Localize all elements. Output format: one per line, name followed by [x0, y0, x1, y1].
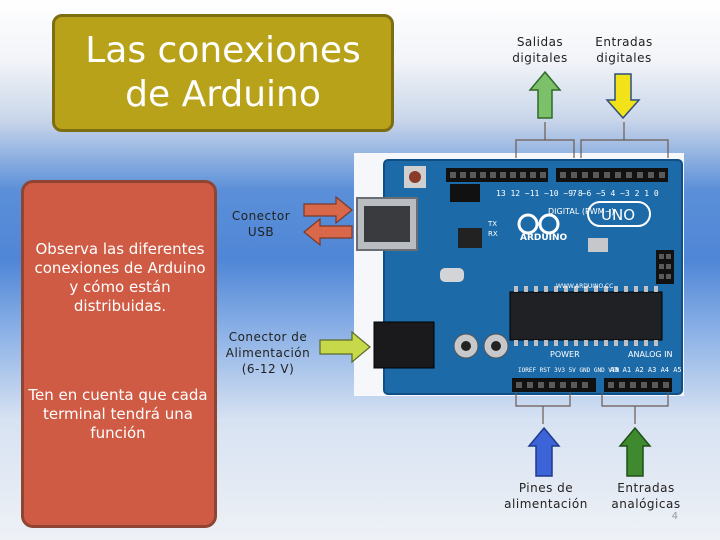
down-arrow-icon	[605, 73, 641, 120]
digital-header-label: DIGITAL (PWM~)	[548, 207, 614, 216]
note-panel	[21, 180, 217, 528]
website-label: WWW.ARDUINO.CC	[556, 283, 613, 290]
note-secondary: Ten en cuenta que cada terminal tendrá u…	[28, 386, 208, 442]
label-power-connector: Conector de Alimentación (6-12 V)	[225, 330, 311, 376]
note-primary: Observa las diferentes conexiones de Ard…	[34, 240, 206, 315]
label-digital-inputs: Entradas digitales	[595, 35, 653, 65]
label-analog-inputs: Entradas analógicas	[611, 481, 681, 511]
title-box: Las conexiones de Arduino	[52, 14, 394, 132]
analog-header-label: ANALOG IN	[628, 350, 673, 359]
power-pin-labels: IOREF RST 3V3 5V GND GND VIN	[518, 367, 620, 374]
connector-brackets	[515, 122, 669, 424]
rx-label: RX	[488, 230, 498, 238]
right-arrow-icon	[319, 330, 371, 364]
right-arrow-icon	[303, 195, 353, 225]
slide-title: Las conexiones de Arduino	[85, 30, 361, 115]
brand-label: ARDUINO	[520, 233, 568, 243]
model-label: UNO	[601, 206, 635, 224]
label-power-pins: Pines de alimentación	[504, 481, 588, 511]
tx-label: TX	[487, 220, 497, 228]
label-digital-outputs: Salidas digitales	[512, 35, 568, 65]
digital-header-right	[556, 168, 668, 182]
up-arrow-icon	[618, 426, 652, 477]
blue-arrow-icon	[527, 426, 561, 477]
analog-header	[604, 378, 672, 392]
uno-badge	[587, 201, 651, 227]
arduino-logo-icon	[517, 213, 560, 235]
analog-pin-labels: A0 A1 A2 A3 A4 A5	[610, 366, 682, 374]
power-jack	[373, 321, 435, 369]
arduino-board: 13 12 ~11 ~10 ~9 8 7 ~6 ~5 4 ~3 2 1 0 DI…	[354, 153, 684, 396]
power-header-label: POWER	[550, 350, 580, 359]
slide-number: 4	[671, 511, 678, 522]
digital-pin-labels: 13 12 ~11 ~10 ~9 8	[496, 189, 583, 198]
left-arrow-icon	[303, 217, 353, 247]
up-arrow-icon	[528, 70, 562, 119]
digital-header-left	[446, 168, 548, 182]
svg-text:7 ~6 ~5 4 ~3 2 1 0: 7 ~6 ~5 4 ~3 2 1 0	[572, 189, 659, 198]
label-usb-connector: Conector USB	[231, 209, 291, 239]
microcontroller-chip	[509, 291, 663, 341]
